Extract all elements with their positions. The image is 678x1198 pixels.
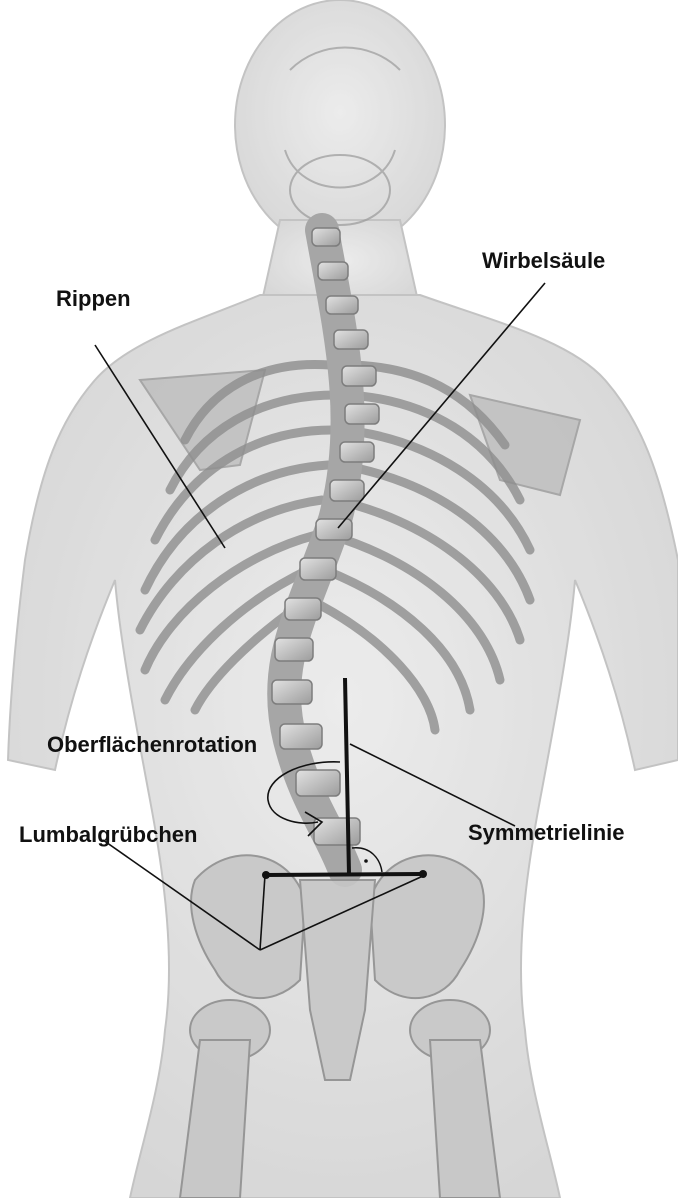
dot-icon: [419, 870, 427, 878]
head: [235, 0, 445, 250]
dimple-connecting-line: [266, 874, 423, 875]
label-lumbar-dimples: Lumbalgrübchen: [19, 822, 197, 847]
label-symmetry-line: Symmetrielinie: [468, 820, 625, 845]
dot-icon: [364, 859, 368, 863]
label-surface-rotation: Oberflächenrotation: [47, 732, 257, 757]
label-spine: Wirbelsäule: [482, 248, 605, 273]
dot-icon: [262, 871, 270, 879]
label-ribs: Rippen: [56, 286, 131, 311]
